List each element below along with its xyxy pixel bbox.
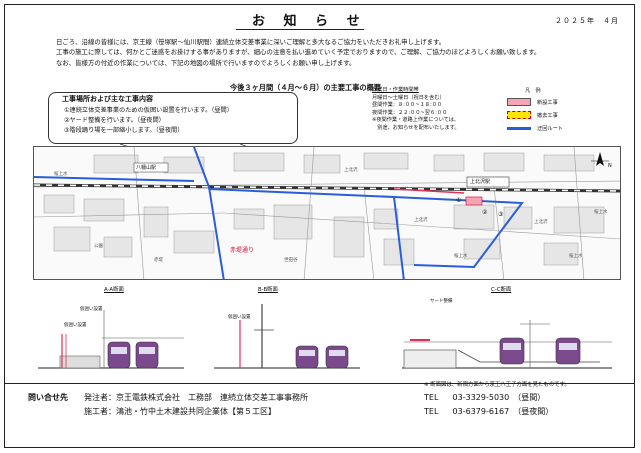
hours-line: 月曜日～土曜日（祝日を含む）	[372, 94, 445, 101]
hours-line: 夜間作業：２２:００~翌６:００	[372, 109, 448, 116]
map-small-label: 桜上水	[569, 254, 583, 259]
map-small-label: 赤堤	[154, 258, 163, 263]
legend-item-detour: 迂回ルート	[507, 124, 563, 132]
building-blocks	[43, 152, 605, 266]
section-aa-drawing	[38, 310, 184, 369]
road-label: 八幡山駅	[136, 165, 157, 171]
legend-item-new: 新設工事	[507, 98, 558, 106]
new-work-area	[465, 196, 483, 206]
north-label: N	[608, 163, 612, 169]
legend-label: 新設工事	[537, 99, 558, 106]
tel-allday: TEL 03-6379-6167 （昼夜間）	[424, 406, 553, 417]
summary-title: 今後３ヶ月間（４月～６月）の主要工事の概要	[230, 83, 381, 92]
section-note: 仮囲い設置	[64, 323, 87, 328]
tel-number: 03-6379-6167 （昼夜間）	[452, 407, 554, 416]
legend-label: 撤去工事	[537, 112, 558, 119]
station-box	[466, 176, 510, 188]
section-note: ヤード整備	[430, 299, 453, 304]
fence-line	[393, 188, 465, 194]
cross-sections	[38, 304, 612, 369]
legend-item-removal: 撤去工事	[507, 111, 558, 119]
contractor-line: 施工者：鴻池・竹中土木建設共同企業体【第５工区】	[84, 407, 276, 416]
legend-title: 凡 例	[525, 88, 541, 94]
work-hours: 作業日・作業時間帯 月曜日～土曜日（祝日を含む） 昼間作業：８:００~１８:００…	[372, 87, 460, 133]
title-underline	[236, 29, 364, 30]
map-small-label: 上北沢	[414, 218, 428, 223]
tel-label: TEL	[424, 393, 439, 402]
page-title: お 知 ら せ	[252, 14, 367, 29]
tel-daytime: TEL 03-3329-5030 （昼間）	[424, 392, 545, 403]
akatsutsumi-label: 赤堤通り	[230, 247, 255, 254]
intro-line: 日ごろ、沿線の皆様には、京王線（笹塚駅～仙川駅間）連続立体交差事業に深いご理解と…	[56, 38, 446, 46]
hours-line: 別途、お知らせを配布いたします。	[372, 124, 460, 131]
detour-route-icon	[507, 124, 531, 132]
section-note: 仮囲い設置	[80, 307, 103, 312]
work-number: ②	[482, 209, 488, 216]
issue-date: ２０２５年 ４月	[555, 17, 619, 25]
section-cc-drawing	[402, 320, 612, 369]
hours-line: ※夜間作業・道路上作業については、	[372, 117, 460, 124]
intro-line: 工事の施工に際しては、何かとご迷惑をお掛けする事がありますが、細心の注意を払い進…	[56, 48, 541, 57]
intro-text: 日ごろ、沿線の皆様には、京王線（笹塚駅～仙川駅間）連続立体交差事業に深いご理解と…	[56, 37, 621, 68]
map-small-label: 世田谷	[284, 258, 298, 263]
map-small-label: 上北沢	[344, 168, 358, 173]
section-cc-label: C-C断面	[491, 287, 512, 293]
railway	[34, 183, 620, 193]
notice-frame	[4, 4, 635, 448]
contact-label: 問い合せ先	[28, 393, 68, 402]
map-small-label: 桜上水	[54, 172, 68, 177]
station-label: 上北沢駅	[470, 179, 491, 185]
map-small-label: 桜上水	[454, 254, 468, 259]
section-bb-label: B-B断面	[258, 287, 278, 293]
work-number: ①	[456, 197, 462, 204]
intro-line: なお、皆様方の付近の作業については、下記の地図の場所で行いますのでよろしくお願い…	[56, 58, 356, 67]
map-small-label: 公園	[94, 244, 103, 249]
works-item: ②ヤード整備を行います。（昼夜間）	[64, 117, 165, 124]
section-note: 仮囲い設置	[228, 315, 251, 320]
works-box	[48, 92, 298, 144]
section-aa-label: A-A断面	[104, 287, 124, 293]
works-title: 工事場所および主な工事内容	[60, 94, 155, 104]
works-list: ①連続立体交差事業のための仮囲い設置を行います。（昼間） ②ヤード整備を行います…	[64, 106, 233, 136]
works-item: ③階段踊り場を一部縮小します。（昼夜間）	[64, 127, 184, 134]
section-bb-drawing	[214, 304, 360, 369]
site-map: 上北沢駅 八幡山駅 赤堤通り ① ② ③ 公園 上北沢 上北沢 上北沢 赤堤 世…	[33, 146, 621, 280]
yellow-swatch-icon	[507, 111, 531, 119]
road-label-box	[133, 162, 169, 173]
legend-label: 迂回ルート	[537, 125, 563, 132]
section-note-footer: ※ 断面図は、新宿方面から京王八王子方面を見たものです。	[424, 382, 570, 388]
north-arrow-icon	[591, 152, 609, 166]
works-item: ①連続立体交差事業のための仮囲い設置を行います。（昼間）	[64, 107, 233, 114]
pink-swatch-icon	[507, 98, 531, 106]
tel-number: 03-3329-5030 （昼間）	[452, 393, 546, 402]
detour-route	[34, 147, 524, 279]
map-drawing	[34, 147, 620, 279]
map-small-label: 桜上水	[594, 210, 608, 215]
work-number: ③	[498, 211, 504, 218]
hours-title: 作業日・作業時間帯	[372, 87, 419, 93]
footer-divider	[4, 383, 635, 384]
orderer-line: 発注者：京王電鉄株式会社 工務部 連続立体交差工事事務所	[84, 393, 308, 402]
map-small-label: 上北沢	[534, 220, 548, 225]
hours-line: 昼間作業：８:００~１８:００	[372, 102, 443, 109]
tel-label: TEL	[424, 407, 439, 416]
